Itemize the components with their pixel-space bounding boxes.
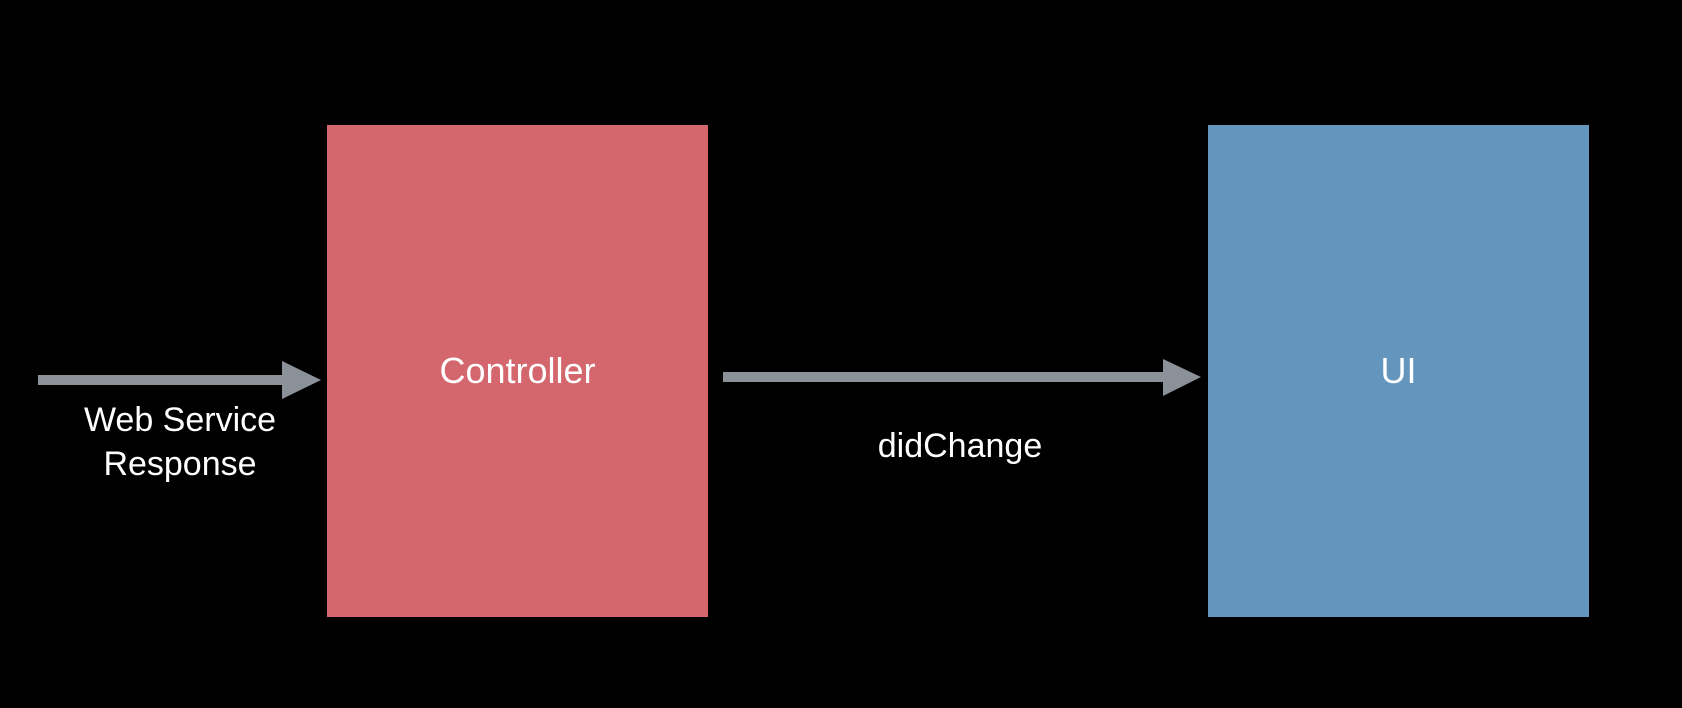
controller-label: Controller (439, 350, 596, 391)
controller-box: Controller (327, 125, 708, 617)
didchange-arrow (723, 359, 1201, 396)
web-service-response-label: Web Service Response (50, 398, 310, 486)
web-service-arrow-shaft (38, 375, 286, 385)
web-service-label-line2: Response (103, 445, 257, 483)
web-service-label-line1: Web Service (83, 401, 277, 439)
web-service-arrow-head (282, 361, 321, 399)
ui-box: UI (1208, 125, 1589, 617)
didchange-arrow-shaft (723, 372, 1167, 382)
web-service-arrow (38, 361, 321, 399)
didchange-label: didChange (877, 427, 1043, 465)
didchange-arrow-head (1163, 359, 1201, 396)
ui-label: UI (1380, 350, 1417, 391)
